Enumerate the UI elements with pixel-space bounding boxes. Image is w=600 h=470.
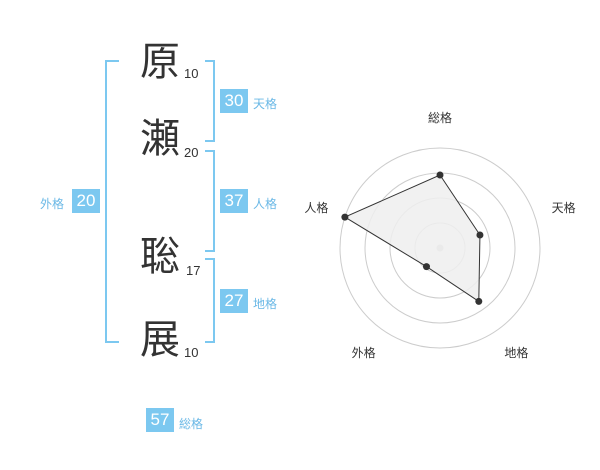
jinkaku-label: 人格 [253, 197, 278, 211]
tenkaku-value: 30 [220, 89, 248, 113]
chikaku-bracket [205, 258, 215, 343]
gaikaku-value: 20 [72, 189, 100, 213]
kanji-1: 原 [140, 39, 180, 85]
tenkaku-label: 天格 [253, 97, 278, 111]
kanji-4: 展 [140, 317, 180, 363]
stroke-count-2: 20 [184, 145, 199, 160]
radar-point-5 [341, 213, 349, 221]
stroke-count-4: 10 [184, 345, 199, 360]
chikaku-value: 27 [220, 289, 248, 313]
radar-point-4 [422, 263, 430, 271]
radar-axis-label-4: 外格 [352, 345, 376, 360]
radar-axis-label-5: 人格 [304, 200, 328, 215]
soukaku-label: 総格 [179, 417, 204, 431]
stroke-count-1: 10 [184, 66, 199, 81]
radar-axis-label-3: 地格 [504, 345, 528, 360]
radar-axis-label-2: 天格 [552, 200, 576, 215]
radar-point-1 [436, 171, 444, 179]
kanji-2: 瀬 [140, 116, 180, 162]
gaikaku-bracket [105, 60, 119, 343]
jinkaku-bracket [205, 150, 215, 252]
radar-ring [339, 147, 541, 349]
soukaku-value: 57 [146, 408, 174, 432]
chikaku-label: 地格 [253, 297, 278, 311]
tenkaku-bracket [205, 60, 215, 142]
gaikaku-label: 外格 [40, 197, 65, 211]
jinkaku-value: 37 [220, 189, 248, 213]
radar-point-2 [476, 231, 484, 239]
radar-axis-label-1: 総格 [428, 110, 452, 125]
radar-point-3 [475, 297, 483, 305]
radar-series-polygon [343, 174, 481, 303]
stroke-count-3: 17 [186, 263, 201, 278]
kanji-3: 聡 [140, 234, 180, 280]
